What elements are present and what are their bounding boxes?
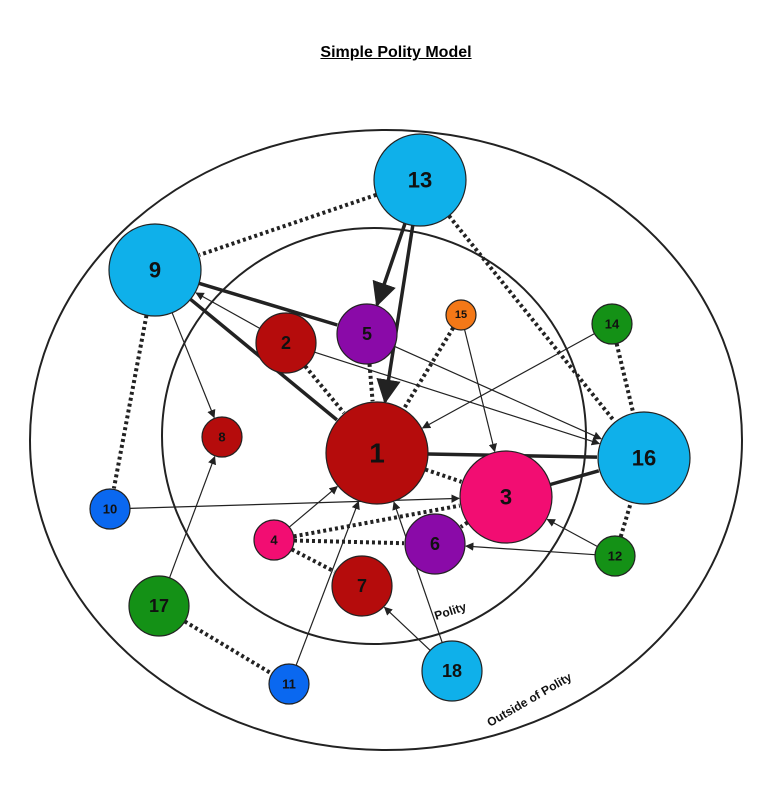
edge-13-1: [376, 225, 415, 405]
node-4: 4: [253, 519, 295, 561]
edge-13-9: [198, 192, 378, 257]
node-8-circle: [201, 416, 243, 458]
diagram-title: Simple Polity Model: [320, 44, 472, 61]
edge-11-1: [295, 500, 360, 666]
edge-12-3: [546, 518, 598, 548]
edge-2-16: [314, 351, 601, 446]
node-2-label: 2: [281, 333, 291, 353]
node-5-label: 5: [362, 324, 372, 344]
node-18-label: 18: [442, 661, 462, 681]
edge-4-1: [288, 486, 338, 528]
node-10: 10: [89, 488, 131, 530]
node-17-label: 17: [149, 596, 169, 616]
node-3-circle: [459, 450, 553, 544]
node-1-circle: [325, 401, 429, 505]
node-11-label: 11: [282, 677, 296, 692]
edge-2-1: [303, 364, 346, 415]
edge-10-3: [129, 494, 460, 509]
edges: [111, 192, 636, 675]
node-3-label: 3: [500, 485, 512, 510]
node-3: 3: [459, 450, 553, 544]
node-14-label: 14: [605, 317, 620, 332]
outside-polity-boundary: [29, 129, 743, 751]
node-15: 15: [445, 299, 477, 331]
node-4-label: 4: [270, 533, 278, 548]
node-7-label: 7: [357, 576, 367, 596]
edge-3-6: [459, 520, 469, 529]
edge-9-5: [198, 281, 338, 327]
edge-18-1: [392, 501, 443, 643]
node-4-circle: [253, 519, 295, 561]
edge-18-7: [383, 606, 431, 651]
outside-polity-region-label: Outside of Polity: [485, 670, 575, 730]
edge-17-11: [183, 619, 273, 675]
node-10-label: 10: [103, 502, 117, 517]
node-15-circle: [445, 299, 477, 331]
node-8-label: 8: [218, 430, 225, 445]
node-7-circle: [331, 555, 393, 617]
node-14: 14: [591, 303, 633, 345]
node-9: 9: [108, 223, 202, 317]
polity-boundary: [161, 227, 587, 645]
node-11: 11: [268, 663, 310, 705]
node-1-label: 1: [369, 438, 385, 469]
node-9-circle: [108, 223, 202, 317]
node-6-circle: [404, 513, 466, 575]
edge-9-8: [171, 312, 216, 419]
node-17-circle: [128, 575, 190, 637]
polity-region-label: Polity: [433, 599, 469, 623]
node-16-label: 16: [632, 446, 656, 471]
node-16: 16: [597, 411, 691, 505]
node-18: 18: [421, 640, 483, 702]
edge-15-1: [402, 326, 455, 410]
node-9-label: 9: [149, 258, 161, 283]
node-1: 1: [325, 401, 429, 505]
edge-4-7: [290, 547, 336, 574]
node-2: 2: [255, 312, 317, 374]
node-15-label: 15: [455, 309, 467, 321]
edge-13-5: [372, 222, 407, 308]
edge-4-6: [293, 538, 405, 546]
edge-12-6: [465, 542, 596, 556]
edge-12-16: [618, 502, 633, 538]
node-13-label: 13: [408, 168, 432, 193]
edge-4-3: [293, 503, 461, 539]
node-2-circle: [255, 312, 317, 374]
node-16-circle: [597, 411, 691, 505]
node-6: 6: [404, 513, 466, 575]
node-7: 7: [331, 555, 393, 617]
node-17: 17: [128, 575, 190, 637]
node-18-circle: [421, 640, 483, 702]
edge-9-10: [111, 314, 149, 489]
node-14-circle: [591, 303, 633, 345]
node-10-circle: [89, 488, 131, 530]
node-12-label: 12: [608, 549, 622, 564]
edge-1-3: [424, 467, 463, 484]
edge-14-16: [614, 343, 636, 413]
node-5-circle: [336, 303, 398, 365]
edge-5-1: [367, 363, 375, 402]
edge-5-16: [394, 345, 602, 440]
edge-2-9: [195, 292, 261, 329]
node-12-circle: [594, 535, 636, 577]
node-12: 12: [594, 535, 636, 577]
node-6-label: 6: [430, 534, 440, 554]
node-8: 8: [201, 416, 243, 458]
node-5: 5: [336, 303, 398, 365]
edge-15-3: [464, 329, 497, 453]
edge-3-16: [549, 469, 600, 487]
edge-17-8: [168, 455, 216, 579]
node-13: 13: [373, 133, 467, 227]
node-13-circle: [373, 133, 467, 227]
node-11-circle: [268, 663, 310, 705]
edge-14-1: [421, 333, 595, 429]
edge-13-16: [447, 214, 617, 423]
